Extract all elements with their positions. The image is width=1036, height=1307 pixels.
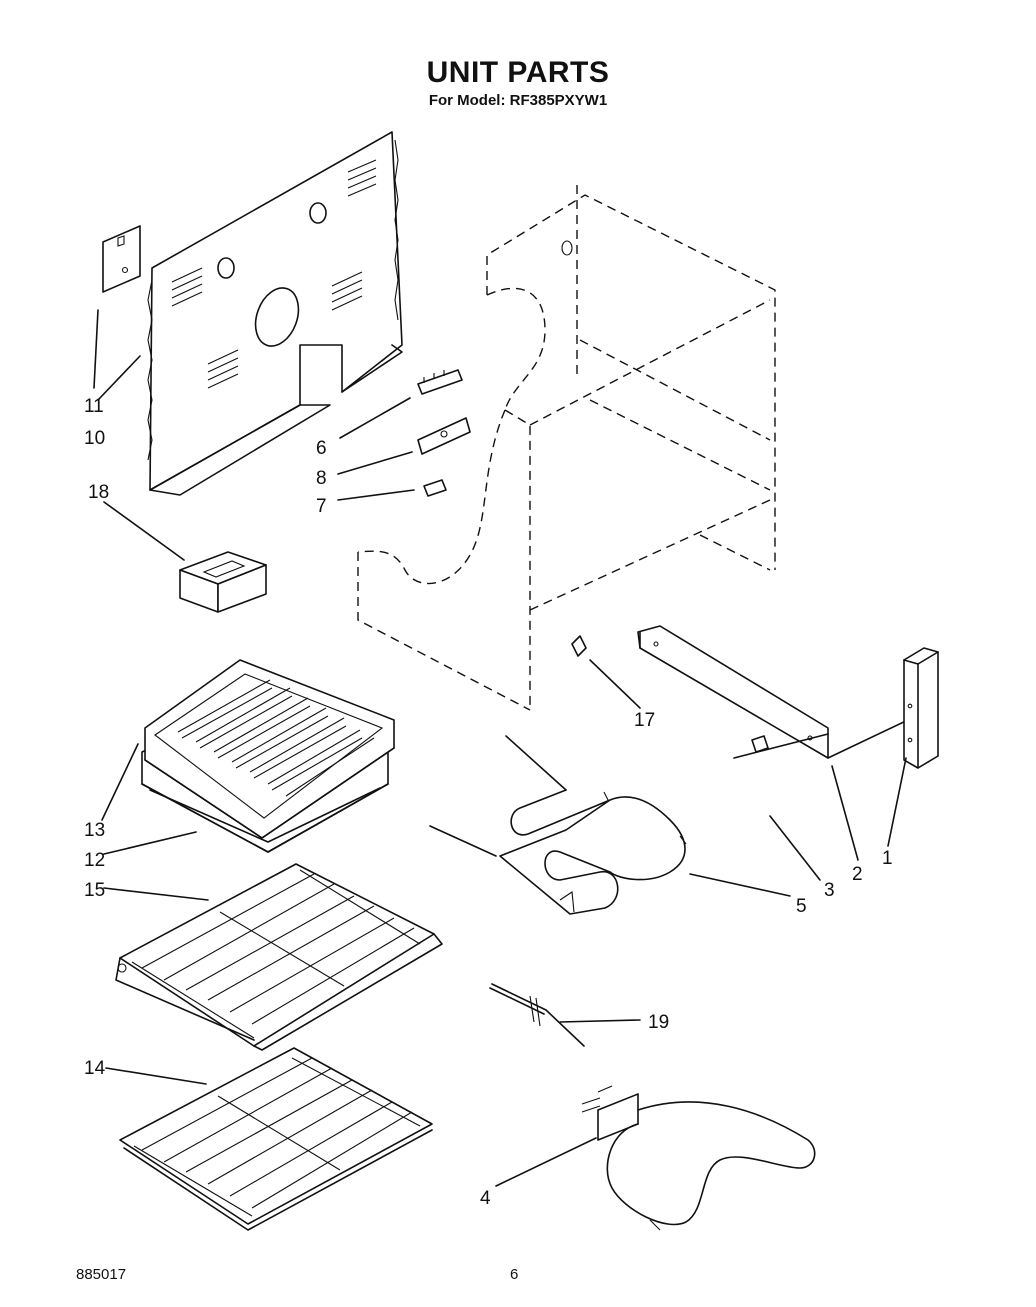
part-4-bake-element [581,1085,816,1231]
callout-15: 15 [84,880,105,901]
callout-11: 11 [84,396,104,417]
callout-14: 14 [84,1058,106,1079]
page-number: 6 [510,1266,519,1283]
part-5-broil-element [429,735,687,915]
part-18-block [179,551,267,613]
part-19-sensor [489,983,585,1047]
callout-leaders [93,309,907,1187]
callout-2: 2 [852,864,863,885]
callout-5: 5 [796,896,807,917]
page-title: UNIT PARTS [426,56,610,89]
part-14-oven-rack [119,1047,433,1231]
callout-4: 4 [480,1188,491,1209]
model-number: RF385PXYW1 [509,92,608,109]
part-10-back-panel [147,131,403,496]
part-15-oven-rack [115,863,443,1051]
part-3-clip [733,733,829,759]
callout-7: 7 [316,496,327,517]
part-17-tab [571,635,587,657]
callout-6: 6 [316,438,327,459]
part-13-broil-grid [144,659,395,839]
part-7-clip [423,479,447,497]
callout-numbers: 11 10 18 6 8 7 17 1 2 3 5 13 12 15 14 19… [84,396,893,1209]
callout-12: 12 [84,850,105,871]
part-1-end-cap [903,647,939,769]
callout-1: 1 [882,848,893,869]
callout-17: 17 [634,710,655,731]
model-subtitle: For Model: RF385PXYW1 [0,92,1036,109]
callout-8: 8 [316,468,327,489]
callout-10: 10 [84,428,105,449]
part-8-bracket [417,417,471,455]
part-11-gasket [102,225,141,293]
callout-19: 19 [648,1012,669,1033]
document-number: 885017 [76,1266,127,1283]
callout-18: 18 [88,482,109,503]
range-body-outline [357,185,776,711]
model-label: For Model: [428,92,506,109]
part-6-bracket [417,369,463,395]
callout-3: 3 [824,880,835,901]
part-2-rail [637,625,909,759]
callout-13: 13 [84,820,105,841]
